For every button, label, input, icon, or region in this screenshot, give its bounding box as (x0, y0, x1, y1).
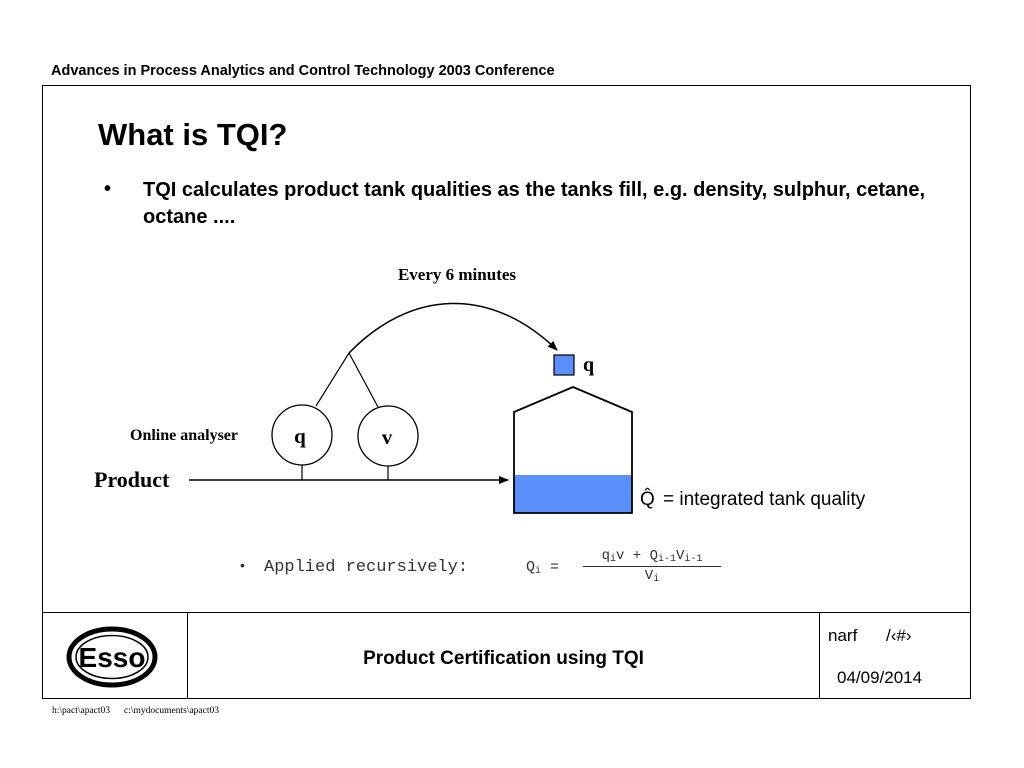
product-tank (513, 386, 633, 514)
num-q-sub: i (609, 554, 616, 565)
tank-fill (514, 475, 632, 513)
formula-fraction: qiv + Qi-1Vi-1 Vi (583, 548, 721, 585)
analyser-v-label: v (382, 425, 393, 449)
formula-numerator: qiv + Qi-1Vi-1 (583, 548, 721, 567)
footer-divider-left (187, 613, 188, 699)
num-mid: v + Q (615, 548, 658, 564)
conference-header: Advances in Process Analytics and Contro… (51, 63, 555, 79)
logo-text: Esso (79, 642, 146, 673)
formula-lhs: Qi = (526, 559, 559, 577)
den-V: V (644, 568, 654, 584)
path-right: c:\mydocuments\apact03 (124, 706, 220, 716)
branch-line-q (315, 352, 350, 407)
tank-quality-label: = integrated tank quality (663, 489, 866, 510)
analyser-q-label: q (294, 424, 306, 448)
path-left: h:\pact\apact03 (52, 706, 111, 716)
sampling-arrow (348, 302, 558, 354)
num-V: V (676, 548, 685, 564)
equals-sign: = (550, 559, 560, 576)
slide-title: What is TQI? (98, 117, 288, 152)
footer-date: 04/09/2014 (837, 668, 923, 687)
online-analyser-label: Online analyser (130, 427, 238, 444)
applied-recursively-label: Applied recursively: (264, 558, 469, 577)
lhs-sub: i (535, 566, 542, 577)
lhs-symbol: Q (526, 559, 536, 576)
formula-denominator: Vi (583, 567, 721, 585)
q-hat-symbol: Q̂ (640, 488, 655, 510)
bullet-symbol: • (104, 178, 112, 200)
every-6-minutes-label: Every 6 minutes (398, 265, 516, 284)
file-path-note: h:\pact\apact03 c:\mydocuments\apact03 (52, 706, 219, 716)
sample-q-label: q (583, 354, 594, 376)
num-Q-sub: i-1 (658, 554, 677, 565)
footer-title: Product Certification using TQI (363, 648, 644, 669)
footer-narf: narf (828, 626, 858, 645)
branch-line-v (348, 352, 379, 408)
den-V-sub: i (653, 574, 660, 585)
footer-box (42, 613, 971, 699)
num-q: q (601, 548, 610, 564)
sample-square (553, 354, 575, 376)
slide-frame (42, 85, 971, 613)
bullet-text: TQI calculates product tank qualities as… (143, 179, 926, 228)
footer-divider-right (819, 613, 820, 699)
product-label: Product (94, 467, 170, 492)
num-V-sub: i-1 (684, 554, 703, 565)
esso-logo: Esso (66, 626, 158, 688)
footer-page-number: /‹#› (886, 626, 912, 645)
formula-bullet: • (240, 557, 245, 573)
